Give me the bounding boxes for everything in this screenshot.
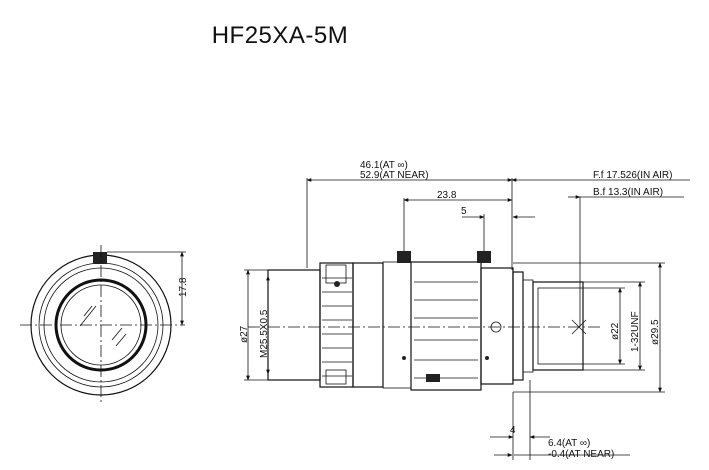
dim-length-inf: 46.1(AT ∞) <box>360 160 408 171</box>
dim-ext-near: -0.4(AT NEAR) <box>548 449 614 460</box>
dim-back-focal: B.f 13.3(IN AIR) <box>593 187 663 198</box>
front-focus-screw <box>93 252 107 264</box>
focus-lock-screw <box>397 251 411 263</box>
mount-flange <box>512 271 524 381</box>
front-view <box>20 245 186 405</box>
dim-5: 5 <box>461 206 467 217</box>
dim-flange-focal: F.f 17.526(IN AIR) <box>593 170 672 181</box>
dim-dia295: ø29.5 <box>650 319 661 345</box>
dim-17-8: 17.8 <box>178 277 189 297</box>
side-view <box>248 251 600 391</box>
dim-dia22: ø22 <box>610 322 621 340</box>
dim-dia27: ø27 <box>239 325 250 343</box>
rear-barrel <box>480 267 514 385</box>
dim-4: 4 <box>510 425 516 436</box>
c-mount-thread <box>532 281 584 371</box>
iris-ring <box>410 261 482 391</box>
dim-m255: M25.5X0.5 <box>259 309 270 358</box>
dim-unf: 1-32UNF <box>630 311 641 352</box>
dim-ext-inf: 6.4(AT ∞) <box>548 438 590 449</box>
front-barrel <box>267 269 321 381</box>
drawing-title: HF25XA-5M <box>211 22 349 49</box>
iris-lock-screw <box>477 251 491 263</box>
dim-length-near: 52.9(AT NEAR) <box>360 170 429 181</box>
dim-23-8: 23.8 <box>437 190 457 201</box>
middle-barrel <box>352 262 384 388</box>
